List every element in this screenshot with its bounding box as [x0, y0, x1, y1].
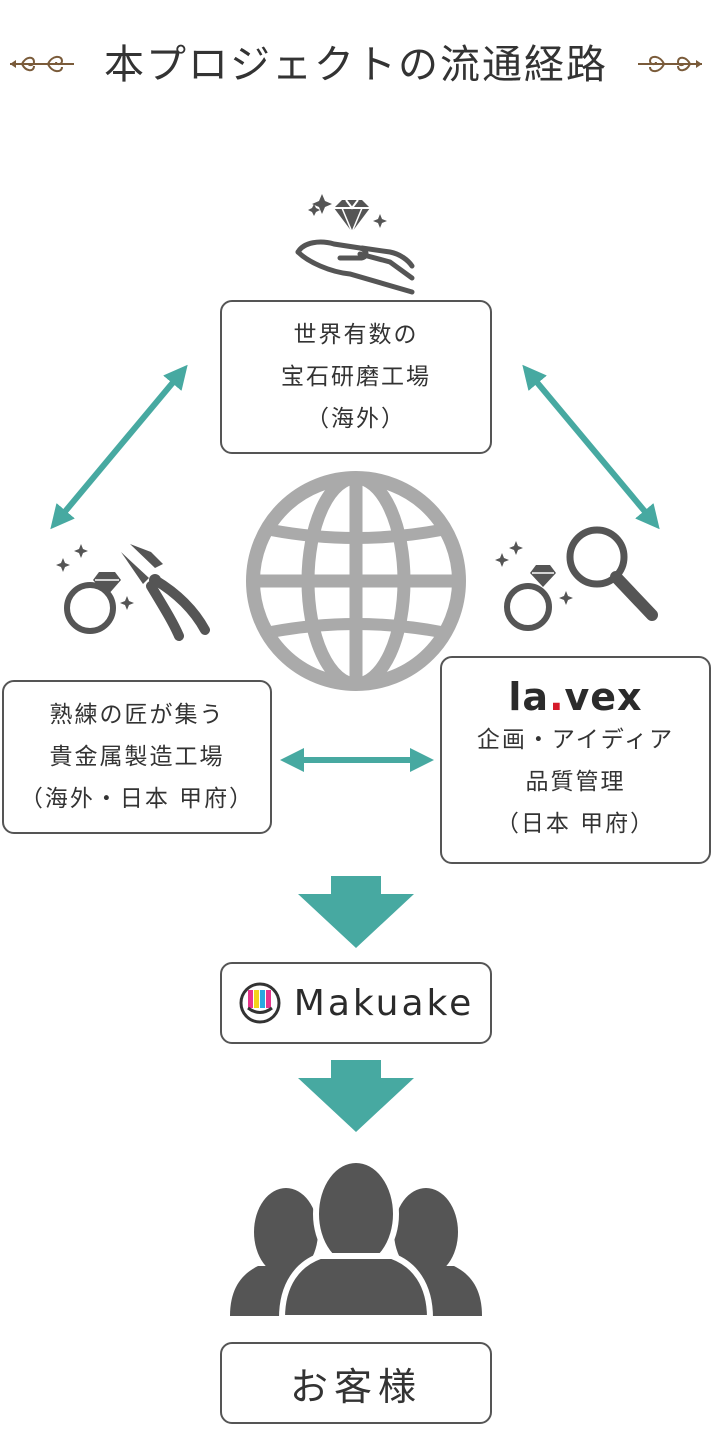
makuake-node: Makuake	[220, 962, 492, 1044]
people-icon	[230, 1157, 482, 1321]
customers-node: お客様	[220, 1342, 492, 1424]
polishing-line-2: 宝石研磨工場	[281, 364, 431, 390]
metal-line-2: 貴金属製造工場	[49, 744, 225, 770]
metal-line-3: （海外・日本 甲府）	[19, 786, 255, 812]
metal-line-1: 熟練の匠が集う	[49, 702, 225, 728]
polishing-line-1: 世界有数の	[293, 322, 419, 348]
makuake-label: Makuake	[293, 982, 475, 1024]
down-arrow-1	[298, 876, 414, 948]
metal-factory-node: 熟練の匠が集う 貴金属製造工場 （海外・日本 甲府）	[2, 680, 272, 834]
arrow-polish-metal	[50, 364, 188, 530]
down-arrow-2	[298, 1060, 414, 1132]
ornament-left-icon	[10, 55, 74, 73]
lavex-line-1: 企画・アイディア	[476, 727, 675, 753]
ring-pliers-icon	[56, 544, 210, 641]
lavex-node: la.vex 企画・アイディア 品質管理 （日本 甲府）	[440, 656, 711, 864]
hand-diamond-icon	[295, 194, 415, 295]
lavex-logo-la: la	[508, 675, 550, 719]
lavex-line-3: （日本 甲府）	[495, 811, 656, 837]
ornament-right-icon	[638, 55, 702, 73]
lavex-line-2: 品質管理	[525, 769, 626, 795]
globe-icon	[246, 471, 466, 691]
arrow-polish-lavex	[522, 364, 660, 530]
polishing-factory-node: 世界有数の 宝石研磨工場 （海外）	[220, 300, 492, 454]
makuake-logo-icon	[239, 982, 281, 1024]
customers-label: お客様	[289, 1364, 422, 1409]
polishing-line-3: （海外）	[306, 406, 406, 432]
page-title: 本プロジェクトの流通経路	[104, 42, 608, 88]
lavex-logo-vex: vex	[564, 675, 643, 719]
lavex-logo-dot: .	[549, 675, 565, 719]
ring-magnifier-icon	[495, 526, 658, 631]
lavex-logo: la.vex	[508, 675, 642, 719]
